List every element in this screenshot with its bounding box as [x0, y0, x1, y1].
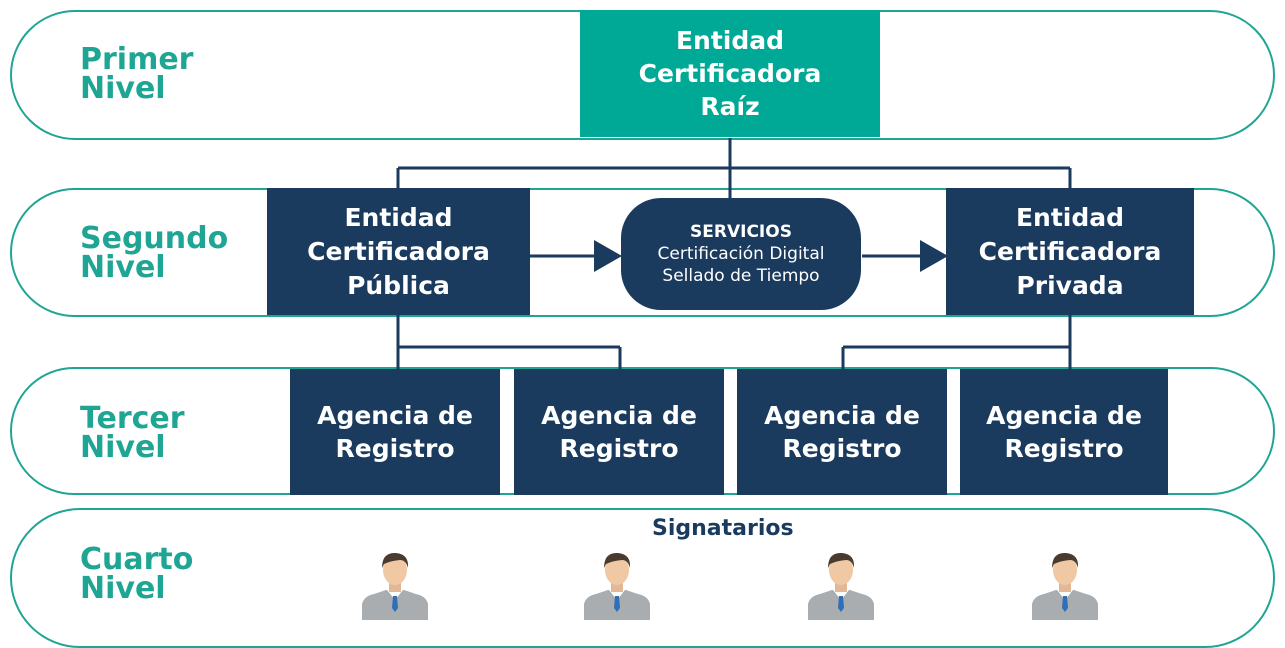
private-ca-line3: Privada [1016, 270, 1124, 300]
services-box: SERVICIOS Certificación Digital Sellado … [621, 198, 861, 310]
person-avatar-icon [1032, 552, 1098, 620]
private-ca-line2: Certificadora [978, 236, 1162, 266]
level-label-first: Primer Nivel [80, 42, 280, 106]
agency-4-line2: Registro [1004, 434, 1124, 463]
level-label-fourth: Cuarto Nivel [80, 542, 280, 606]
level-label-third-line2: Nivel [80, 430, 166, 465]
agency-2-line2: Registro [559, 434, 679, 463]
level-label-first-line1: Primer [80, 42, 194, 77]
services-title: SERVICIOS [690, 222, 792, 242]
root-ca-line3: Raíz [700, 92, 760, 121]
signers-label: Signatarios [652, 516, 794, 541]
level-label-first-line2: Nivel [80, 71, 166, 106]
connector-lines [396, 138, 1072, 369]
level-label-third: Tercer Nivel [80, 401, 280, 465]
registration-agency-1: Agencia de Registro [290, 369, 500, 495]
public-ca-line1: Entidad [344, 202, 453, 232]
public-ca-line3: Pública [347, 270, 450, 300]
level-label-second-line1: Segundo [80, 221, 229, 256]
private-ca-line1: Entidad [1015, 202, 1125, 232]
agency-1-line2: Registro [335, 434, 455, 463]
person-avatar-icon [362, 552, 428, 620]
level-label-fourth-line2: Nivel [80, 571, 166, 606]
registration-agency-4: Agencia de Registro [960, 369, 1168, 495]
services-line1: Certificación Digital [657, 244, 825, 264]
agency-1-line1: Agencia de [317, 401, 473, 430]
root-ca-line2: Certificadora [638, 59, 822, 88]
agency-3-line1: Agencia de [764, 401, 920, 430]
level-label-third-line1: Tercer [80, 401, 185, 436]
public-ca-line2: Certificadora [307, 236, 490, 266]
level-label-second-line2: Nivel [80, 250, 166, 285]
root-ca-box: Entidad Certificadora Raíz [580, 10, 880, 137]
agency-2-line1: Agencia de [541, 401, 697, 430]
root-ca-line1: Entidad [675, 26, 785, 55]
public-ca-box: Entidad Certificadora Pública [267, 188, 530, 315]
services-line2: Sellado de Tiempo [662, 266, 820, 286]
level-label-second: Segundo Nivel [80, 221, 280, 285]
agency-3-line2: Registro [782, 434, 902, 463]
level-label-fourth-line1: Cuarto [80, 542, 194, 577]
registration-agency-3: Agencia de Registro [737, 369, 947, 495]
person-avatar-icon [584, 552, 650, 620]
registration-agency-2: Agencia de Registro [514, 369, 724, 495]
private-ca-box: Entidad Certificadora Privada [946, 188, 1194, 315]
person-avatar-icon [808, 552, 874, 620]
agency-4-line1: Agencia de [986, 401, 1142, 430]
